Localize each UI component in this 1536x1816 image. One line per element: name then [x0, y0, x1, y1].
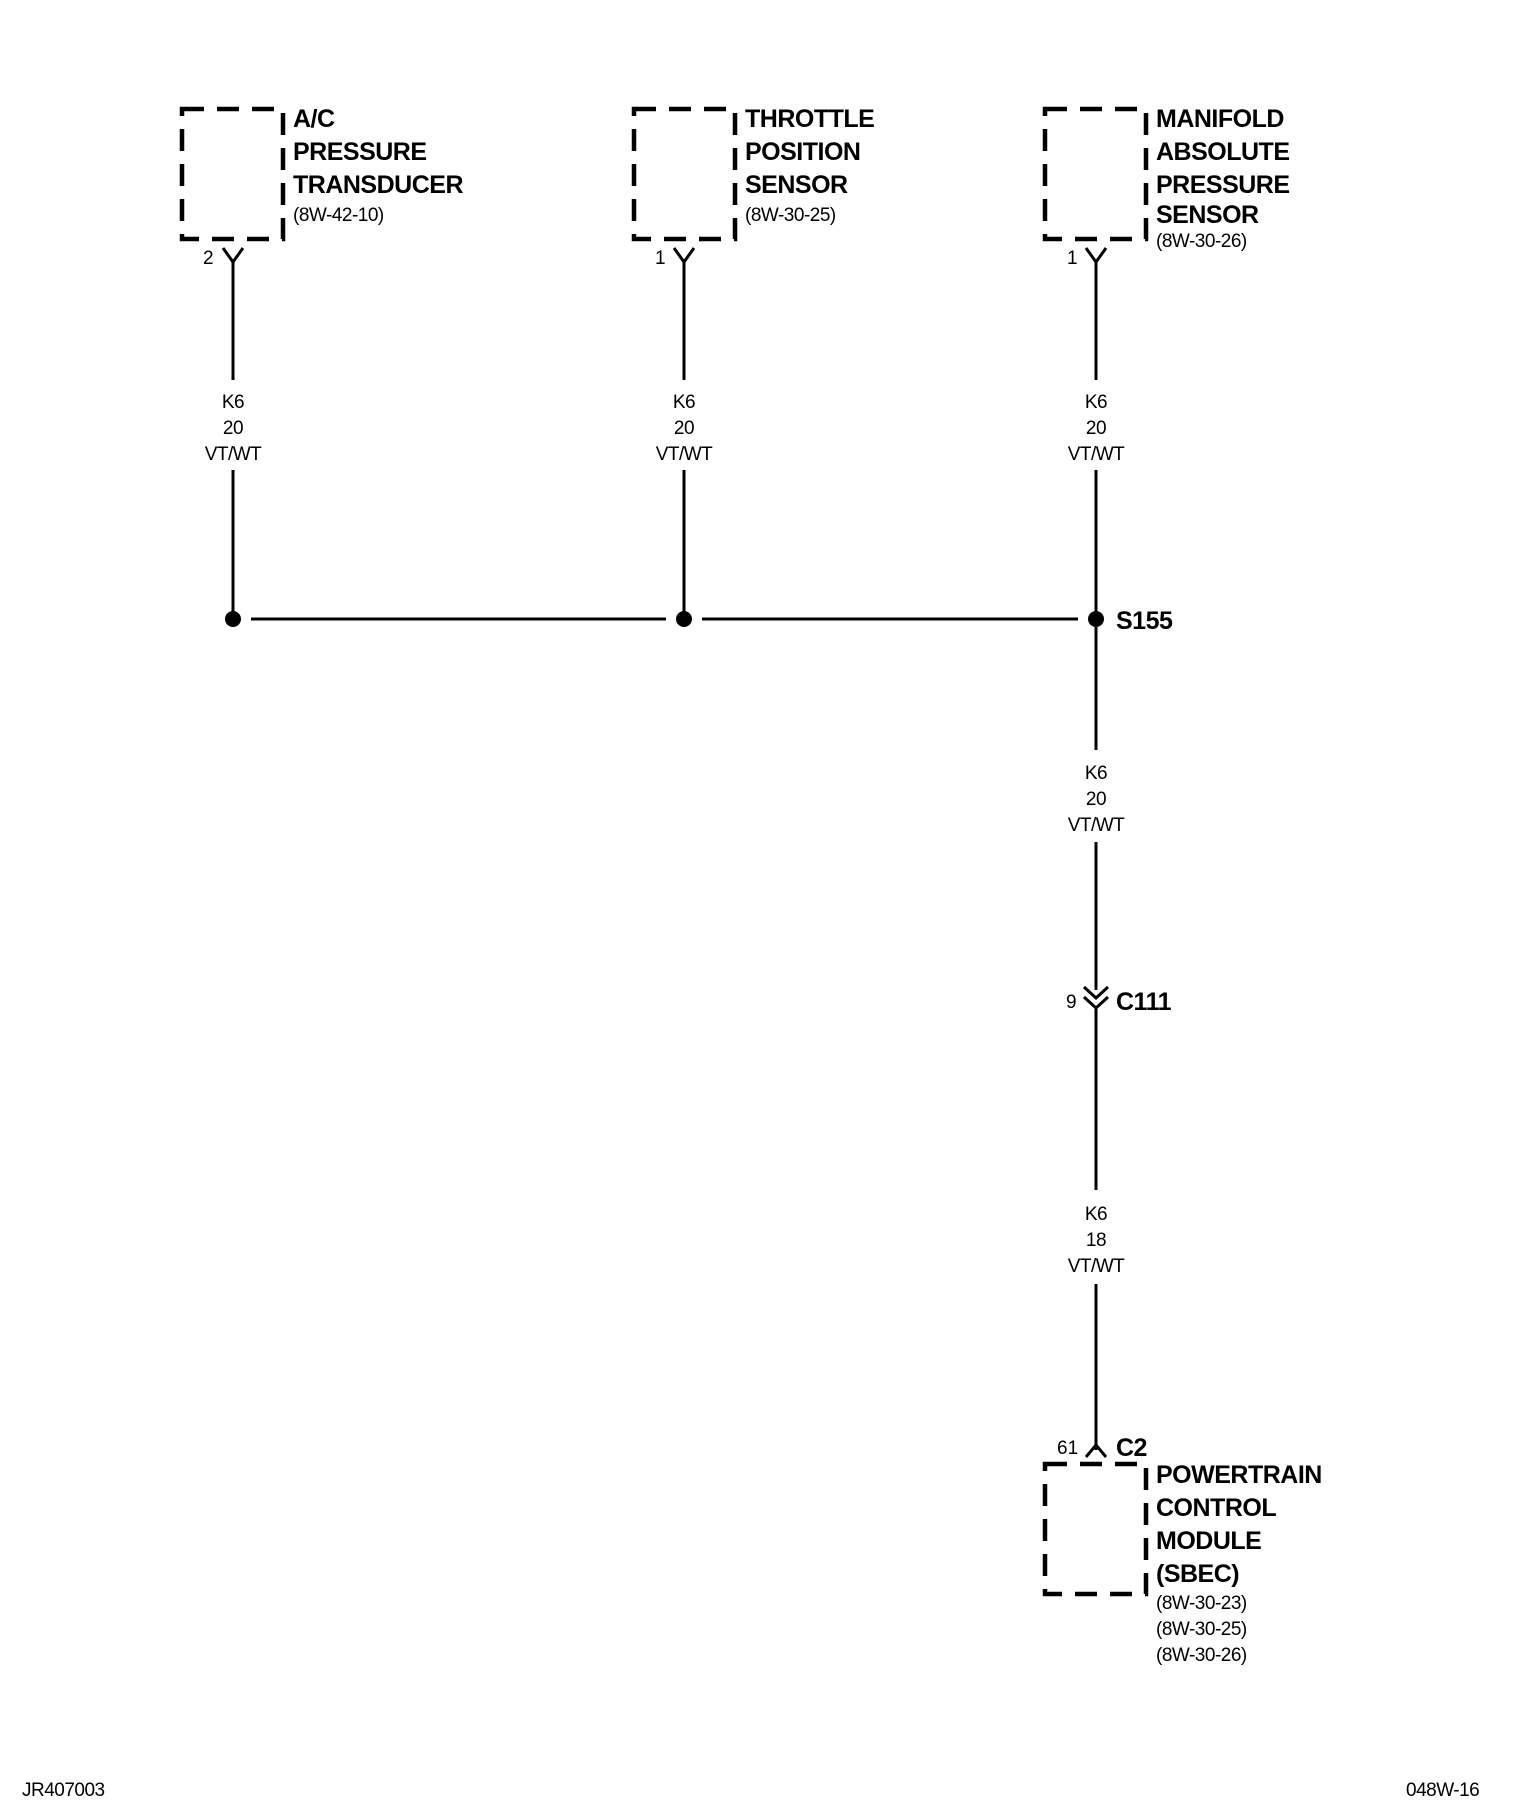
pcm-pin-number: 61 — [1057, 1438, 1078, 1459]
map-name-line-2: ABSOLUTE — [1156, 138, 1290, 166]
ac-transducer-name-line-2: PRESSURE — [293, 138, 427, 166]
pcm-ref-3: (8W-30-26) — [1156, 1645, 1247, 1666]
map-ref: (8W-30-26) — [1156, 231, 1247, 252]
splice-bus: S155 — [225, 607, 1173, 635]
tps-pin-symbol — [672, 247, 696, 265]
wire-ac: K6 20 VT/WT — [205, 262, 263, 619]
splice-dot-s155 — [1088, 611, 1104, 627]
map-pin-symbol — [1084, 247, 1108, 265]
wire-map-circuit: K6 — [1085, 392, 1107, 413]
wire-tps-circuit: K6 — [673, 392, 695, 413]
tps-box — [631, 106, 738, 242]
map-sensor: MANIFOLD ABSOLUTE PRESSURE SENSOR (8W-30… — [1042, 105, 1290, 269]
wire-splice-to-c111: K6 20 VT/WT — [1068, 627, 1126, 990]
footer-figure-id: JR407003 — [22, 1780, 105, 1801]
pcm-name-line-2: CONTROL — [1156, 1494, 1276, 1522]
tps-ref: (8W-30-25) — [745, 205, 836, 226]
powertrain-control-module: 61 C2 POWERTRAIN CONTROL MODULE (SBEC) (… — [1042, 1434, 1322, 1666]
inline-connector-c111: 9 C111 — [1066, 985, 1172, 1016]
pcm-box — [1042, 1461, 1149, 1597]
wire-c111-to-pcm: K6 18 VT/WT — [1068, 1008, 1126, 1450]
pcm-pin-symbol — [1084, 1442, 1108, 1458]
map-pin-number: 1 — [1067, 248, 1078, 269]
wire-map: K6 20 VT/WT — [1068, 262, 1126, 619]
pcm-name-line-1: POWERTRAIN — [1156, 1461, 1322, 1489]
wire-s155-color: VT/WT — [1068, 815, 1125, 836]
footer-page-id: 048W-16 — [1406, 1780, 1479, 1801]
pcm-ref-2: (8W-30-25) — [1156, 1619, 1247, 1640]
ac-transducer-pin-number: 2 — [203, 248, 214, 269]
wire-tps-color: VT/WT — [656, 444, 713, 465]
wire-tps-gauge: 20 — [674, 418, 694, 439]
wire-map-gauge: 20 — [1086, 418, 1106, 439]
wire-c111-gauge: 18 — [1086, 1230, 1106, 1251]
ac-transducer-box — [179, 106, 286, 242]
wire-c111-color: VT/WT — [1068, 1256, 1125, 1277]
wire-map-color: VT/WT — [1068, 444, 1125, 465]
junction-dot-tps — [676, 611, 692, 627]
ac-transducer-name-line-3: TRANSDUCER — [293, 171, 463, 199]
tps-name-line-3: SENSOR — [745, 171, 848, 199]
map-name-line-1: MANIFOLD — [1156, 105, 1284, 133]
pcm-ref-1: (8W-30-23) — [1156, 1593, 1247, 1614]
wire-ac-circuit: K6 — [222, 392, 244, 413]
map-sensor-box — [1042, 106, 1149, 242]
c111-pin-number: 9 — [1066, 992, 1077, 1013]
throttle-position-sensor: THROTTLE POSITION SENSOR (8W-30-25) 1 — [631, 105, 875, 269]
tps-pin-number: 1 — [655, 248, 666, 269]
ac-transducer-pin-symbol — [221, 247, 245, 265]
wire-s155-circuit: K6 — [1085, 763, 1107, 784]
c111-chevron-upper — [1082, 985, 1110, 1001]
tps-name-line-2: POSITION — [745, 138, 860, 166]
map-name-line-3: PRESSURE — [1156, 171, 1290, 199]
junction-dot-ac — [225, 611, 241, 627]
tps-name-line-1: THROTTLE — [745, 105, 874, 133]
wire-c111-circuit: K6 — [1085, 1204, 1107, 1225]
c111-label: C111 — [1116, 988, 1172, 1016]
wire-ac-gauge: 20 — [223, 418, 243, 439]
pcm-name-line-4: (SBEC) — [1156, 1560, 1239, 1588]
ac-transducer-ref: (8W-42-10) — [293, 205, 384, 226]
map-name-line-4: SENSOR — [1156, 201, 1259, 229]
ac-transducer-name-line-1: A/C — [293, 105, 335, 133]
pcm-name-line-3: MODULE — [1156, 1527, 1261, 1555]
ac-pressure-transducer: A/C PRESSURE TRANSDUCER (8W-42-10) 2 — [179, 105, 464, 269]
pcm-connector-label: C2 — [1116, 1434, 1147, 1462]
wire-tps: K6 20 VT/WT — [656, 262, 714, 619]
wire-s155-gauge: 20 — [1086, 789, 1106, 810]
wire-ac-color: VT/WT — [205, 444, 262, 465]
splice-label: S155 — [1116, 607, 1173, 635]
